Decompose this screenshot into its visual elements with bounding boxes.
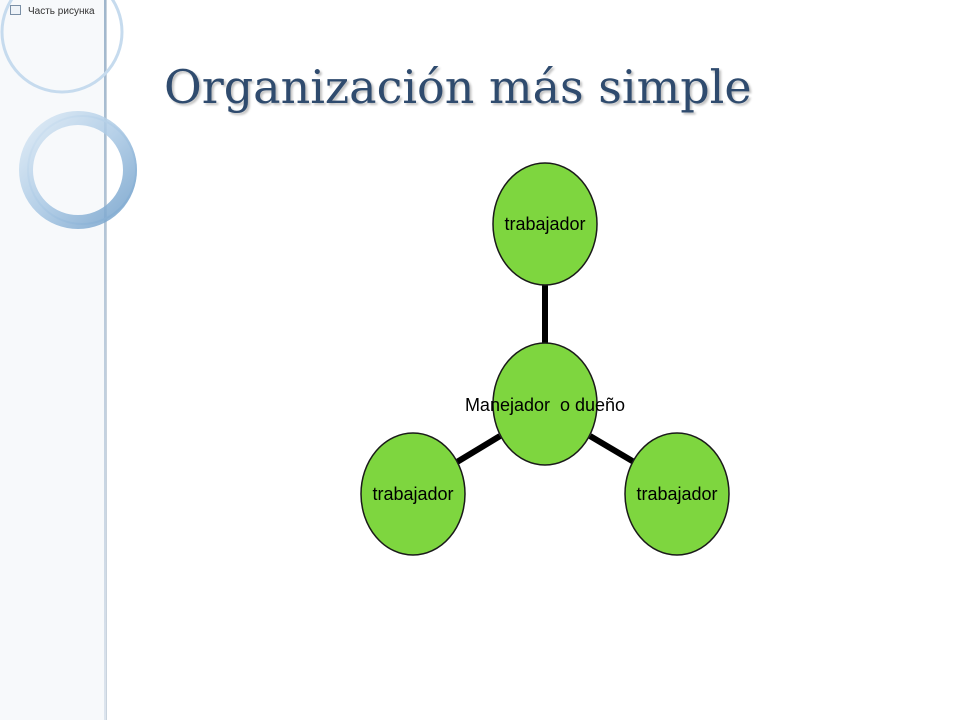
slide-title: Organización más simple (164, 60, 752, 114)
decorative-rings (0, 0, 137, 229)
node-bottom-right-label: trabajador (636, 484, 717, 504)
side-bar-divider (104, 0, 106, 720)
connector-bottom-right (588, 433, 636, 465)
node-center (492, 342, 598, 466)
node-bottom-left (360, 432, 466, 556)
image-placeholder-icon (10, 5, 21, 15)
decor-ring-thick (19, 111, 137, 229)
node-bottom-left-label: trabajador (372, 484, 453, 504)
node-top-label: trabajador (504, 214, 585, 234)
node-top (492, 162, 598, 286)
decor-ring-large (0, 0, 124, 94)
connector-bottom-left (455, 433, 502, 465)
image-alt-text: Часть рисунка (28, 6, 95, 17)
node-bottom-right (624, 432, 730, 556)
node-center-label: Manejador o dueño (465, 395, 625, 415)
